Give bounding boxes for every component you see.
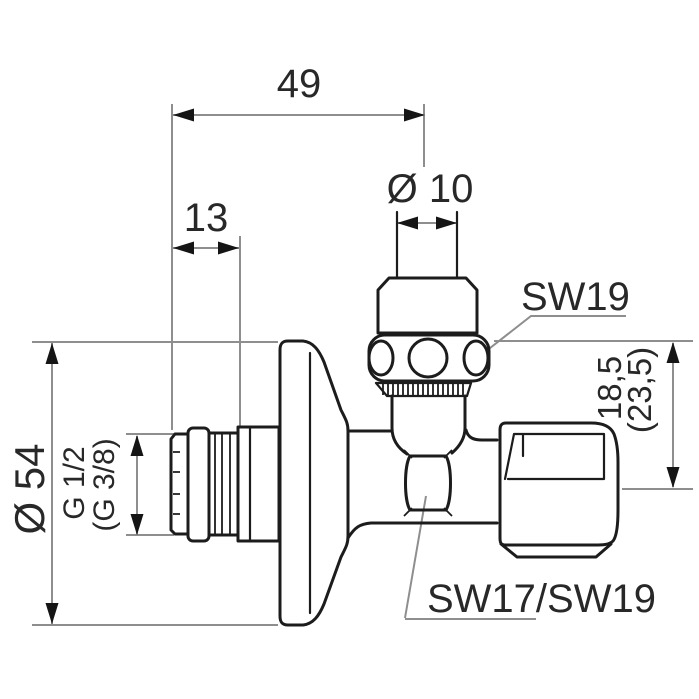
- leader-line-sw17-sw19: [404, 495, 536, 620]
- thread-end-cap: [169, 432, 190, 536]
- arrow-d54-top: [45, 343, 59, 364]
- arrow-thread-bottom: [130, 514, 144, 535]
- inlet-thread-crests: [214, 434, 231, 534]
- thread-collar: [236, 425, 281, 543]
- knurled-ring: [374, 381, 473, 398]
- arrow-18-5-bottom: [666, 467, 680, 488]
- handle-dimple-center: [407, 337, 449, 379]
- outlet-pipe-top: [464, 428, 499, 442]
- leader-line-sw19: [475, 315, 626, 360]
- inlet-thread-body: [207, 431, 240, 537]
- dim-label-49: 49: [277, 62, 322, 106]
- knurled-ring-hatching: [382, 384, 464, 395]
- arrow-13-left: [173, 241, 194, 255]
- arrow-13-right: [218, 241, 239, 255]
- label-thread-g12: G 1/2: [58, 446, 91, 519]
- valve-body-left-edge: [390, 394, 409, 456]
- extension-lines: [32, 104, 693, 626]
- drain-hex-sw17: [404, 454, 452, 512]
- outlet-nut-skirt: [499, 542, 613, 559]
- dim-label-23-5: (23,5): [621, 347, 658, 433]
- wall-rosette: [278, 339, 350, 627]
- handle-dimple-left: [367, 339, 395, 377]
- dim-label-rosette-diameter: Ø 54: [6, 443, 53, 534]
- dim-label-13: 13: [184, 196, 229, 240]
- drain-hex-corner-ticks: [403, 449, 453, 517]
- arrow-d54-bottom: [45, 603, 59, 624]
- valve-spindle: [395, 210, 459, 279]
- thread-end-ticks: [173, 451, 180, 515]
- dim-label-18-5: 18,5: [591, 356, 628, 420]
- thread-ring: [186, 426, 211, 543]
- bonnet-cap: [376, 276, 479, 335]
- label-sw17-sw19: SW17/SW19: [427, 577, 656, 621]
- valve-body-right-edge: [450, 394, 467, 455]
- arrow-d10-right: [436, 216, 457, 230]
- arrow-49-right: [404, 108, 425, 122]
- outlet-nut-facets: [503, 432, 606, 481]
- pipe-bottom-line: [346, 521, 499, 540]
- arrow-d10-left: [397, 216, 418, 230]
- label-thread-g38: (G 3/8): [88, 438, 121, 531]
- dimension-arrows: [45, 108, 680, 624]
- handle-dimple-right: [462, 339, 490, 377]
- arrow-thread-top: [130, 435, 144, 456]
- drawing-labels: 49 13 Ø 10 SW19 SW17/SW19 Ø 54 G 1/2 (G …: [6, 62, 658, 621]
- valve-outline: [169, 210, 620, 627]
- dim-label-spindle-diameter: Ø 10: [387, 167, 474, 211]
- label-sw19: SW19: [521, 275, 630, 319]
- arrow-18-5-top: [666, 342, 680, 363]
- arrow-49-left: [173, 108, 194, 122]
- outlet-compression-nut: [498, 421, 620, 547]
